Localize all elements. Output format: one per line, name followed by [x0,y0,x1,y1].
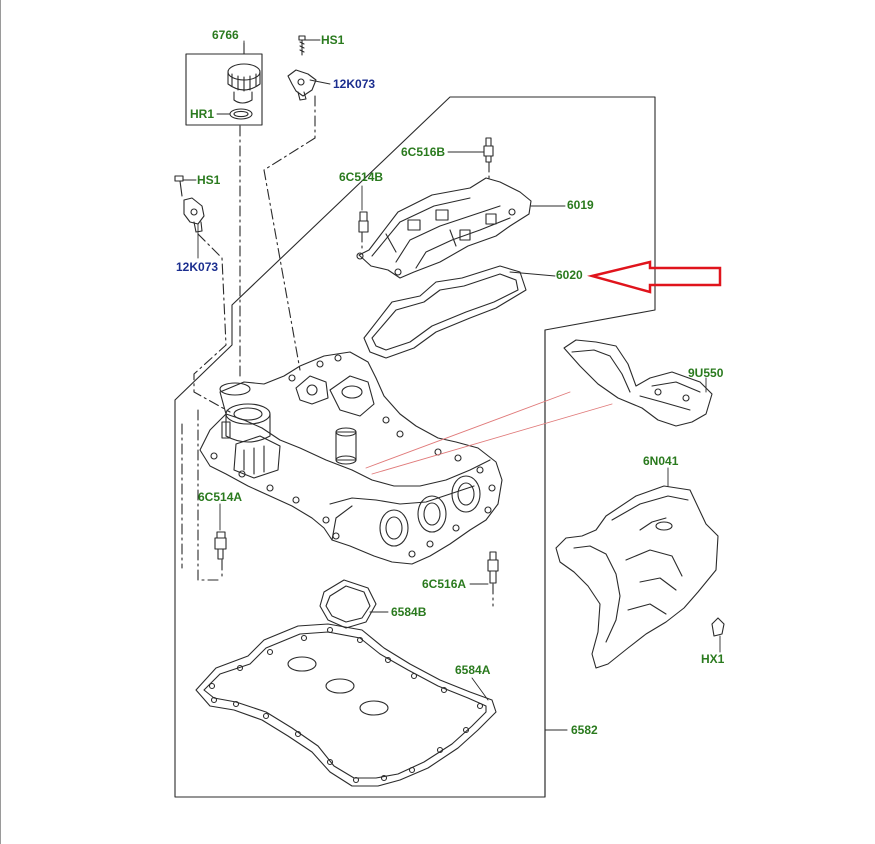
callout-arrow [587,260,722,294]
sensor-6c514a [214,531,227,560]
label-6582: 6582 [571,723,598,737]
upper-cover-6019 [356,177,532,279]
label-6c516a: 6C516A [422,577,467,591]
label-hs1-top: HS1 [321,33,345,47]
clip-hx1 [711,617,725,637]
heat-shield-6n041 [555,485,719,669]
label-6766: 6766 [212,28,239,42]
seal-6584b [319,579,377,629]
sensor-6c516a [487,551,499,584]
label-9u550: 9U550 [688,366,724,380]
oil-filler-cap-6766 [185,42,263,126]
label-6c516b: 6C516B [401,145,446,159]
label-12k073-left: 12K073 [176,260,219,274]
gasket-6584a [195,623,497,787]
label-hs1-left: HS1 [197,173,221,187]
label-6n041: 6N041 [643,454,679,468]
page-left-border [0,0,1,844]
label-hr1: HR1 [190,107,215,121]
sensor-12k073-top [287,35,317,101]
leader-lines [182,39,721,701]
label-6020: 6020 [556,268,583,282]
label-6c514a: 6C514A [198,490,243,504]
gasket-6020 [363,265,527,359]
alignment-lines [181,95,494,607]
assembly-frame-6582 [174,96,656,798]
heat-shield-9u550 [563,339,713,427]
label-6019: 6019 [567,198,594,212]
projection-lines [365,391,613,475]
label-6584a: 6584A [455,663,491,677]
cylinder-head-cover [199,351,503,565]
sensor-12k073-left [174,175,205,233]
label-6c514b: 6C514B [339,170,384,184]
label-6584b: 6584B [391,605,427,619]
sensor-6c516b [483,137,494,163]
label-hx1: HX1 [701,652,725,666]
sensor-6c514b [358,211,369,233]
label-12k073-top: 12K073 [333,77,376,91]
